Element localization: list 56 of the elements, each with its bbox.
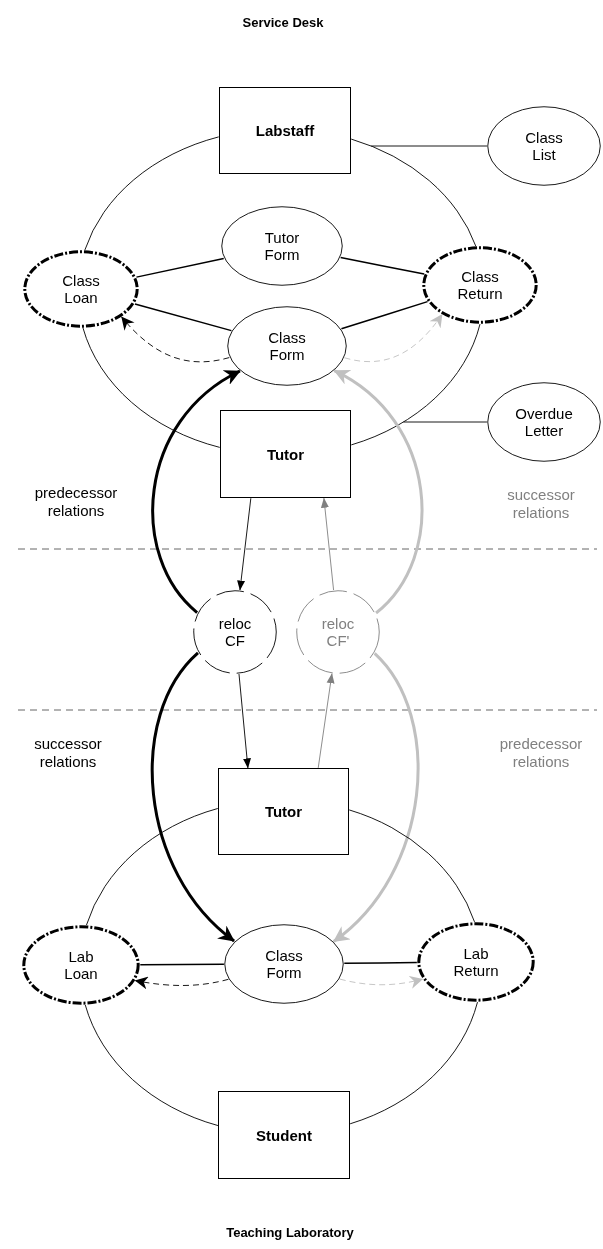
role-box xyxy=(218,1091,350,1179)
node-label: Class Loan xyxy=(62,272,100,306)
connector-line xyxy=(134,303,233,332)
relocation-circle xyxy=(193,590,277,674)
activity-ellipse xyxy=(22,925,140,1005)
role-box xyxy=(220,410,351,498)
node-label: Lab Loan xyxy=(64,948,98,982)
activity-ellipse xyxy=(417,922,535,1002)
node-label: Class List xyxy=(525,129,563,163)
node-label: Overdue Letter xyxy=(515,405,573,439)
relation-note: predecessor relations xyxy=(499,735,583,771)
node-label: Tutor xyxy=(266,445,305,463)
document-ellipse xyxy=(227,306,347,386)
document-ellipse xyxy=(487,106,601,186)
relation-note: successor relations xyxy=(34,735,102,771)
arrow xyxy=(151,369,241,614)
activity-ellipse xyxy=(23,250,139,328)
node-label: Lab Return xyxy=(453,945,499,979)
connector-line xyxy=(86,808,219,926)
node-label: Student xyxy=(256,1126,312,1144)
arrow xyxy=(150,651,236,943)
arrow xyxy=(333,369,424,615)
leader-line xyxy=(370,145,488,147)
region-heading: Service Desk xyxy=(242,14,324,32)
connector-line xyxy=(350,323,481,446)
relation-note: predecessor relations xyxy=(34,484,118,520)
document-ellipse xyxy=(487,382,601,462)
arrow xyxy=(332,652,420,943)
node-label: reloc CF' xyxy=(321,615,355,649)
connector-line xyxy=(84,1004,219,1126)
connector-line xyxy=(84,136,220,251)
document-ellipse xyxy=(224,924,344,1004)
node-label: Class Return xyxy=(457,268,503,302)
document-ellipse xyxy=(221,206,343,286)
node-label: Tutor xyxy=(264,803,303,820)
node-label: reloc CF xyxy=(218,615,252,649)
role-box xyxy=(218,768,349,855)
role-box xyxy=(219,87,351,174)
activity-ellipse xyxy=(422,246,538,324)
relation-note: successor relations xyxy=(507,486,575,522)
connector-line xyxy=(343,961,418,965)
connector-line xyxy=(348,809,475,923)
connector-line xyxy=(350,138,477,247)
connector-line xyxy=(340,300,429,330)
relocation-circle xyxy=(296,590,380,674)
connector-line xyxy=(82,327,221,448)
node-label: Class Form xyxy=(268,329,306,363)
connector-line xyxy=(135,257,225,278)
node-label: Tutor Form xyxy=(264,229,300,263)
region-heading: Teaching Laboratory xyxy=(226,1224,354,1242)
leader-line xyxy=(403,421,488,423)
node-label: Class Form xyxy=(265,947,303,981)
node-label: Labstaff xyxy=(255,122,315,139)
connector-line xyxy=(139,963,225,966)
connector-line xyxy=(349,1001,478,1125)
connector-line xyxy=(339,256,425,275)
